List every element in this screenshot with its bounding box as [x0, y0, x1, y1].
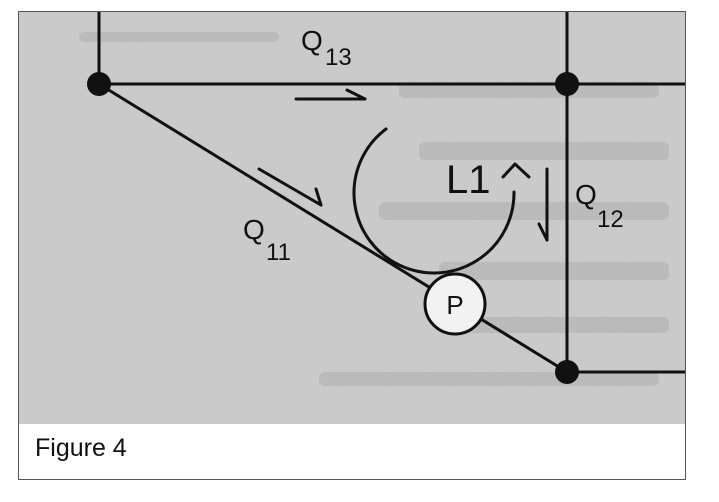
svg-text:Q: Q [575, 179, 597, 210]
pipe-q11 [97, 82, 569, 374]
bleed-through-text [79, 32, 669, 386]
flow-arrow-q13 [294, 88, 367, 101]
diagram-scan: P [19, 12, 685, 424]
label-q11: Q 11 [243, 214, 291, 266]
flow-arrows [257, 88, 549, 242]
node-top-left [87, 72, 111, 96]
label-q13: Q 13 [301, 25, 352, 71]
svg-text:Q: Q [301, 25, 323, 56]
nodes [87, 72, 579, 384]
pump-circle [423, 272, 487, 336]
node-bottom-right [555, 360, 579, 384]
loop-circulation-arrow [352, 127, 531, 275]
svg-text:11: 11 [266, 239, 291, 266]
svg-text:12: 12 [597, 206, 624, 233]
svg-text:Q: Q [243, 214, 265, 245]
pump-label: P [446, 290, 463, 320]
label-q12: Q 12 [575, 179, 624, 233]
pump: P [423, 272, 487, 336]
loop-label: L1 [446, 158, 491, 202]
svg-text:13: 13 [325, 44, 352, 71]
flow-arrow-q12 [537, 167, 549, 242]
node-top-right [555, 72, 579, 96]
flow-arrow-q11 [257, 167, 323, 207]
figure-frame: P [18, 11, 686, 480]
pipe-network-diagram: P [19, 12, 685, 424]
pipes [97, 12, 685, 374]
figure-caption: Figure 4 [35, 434, 127, 462]
